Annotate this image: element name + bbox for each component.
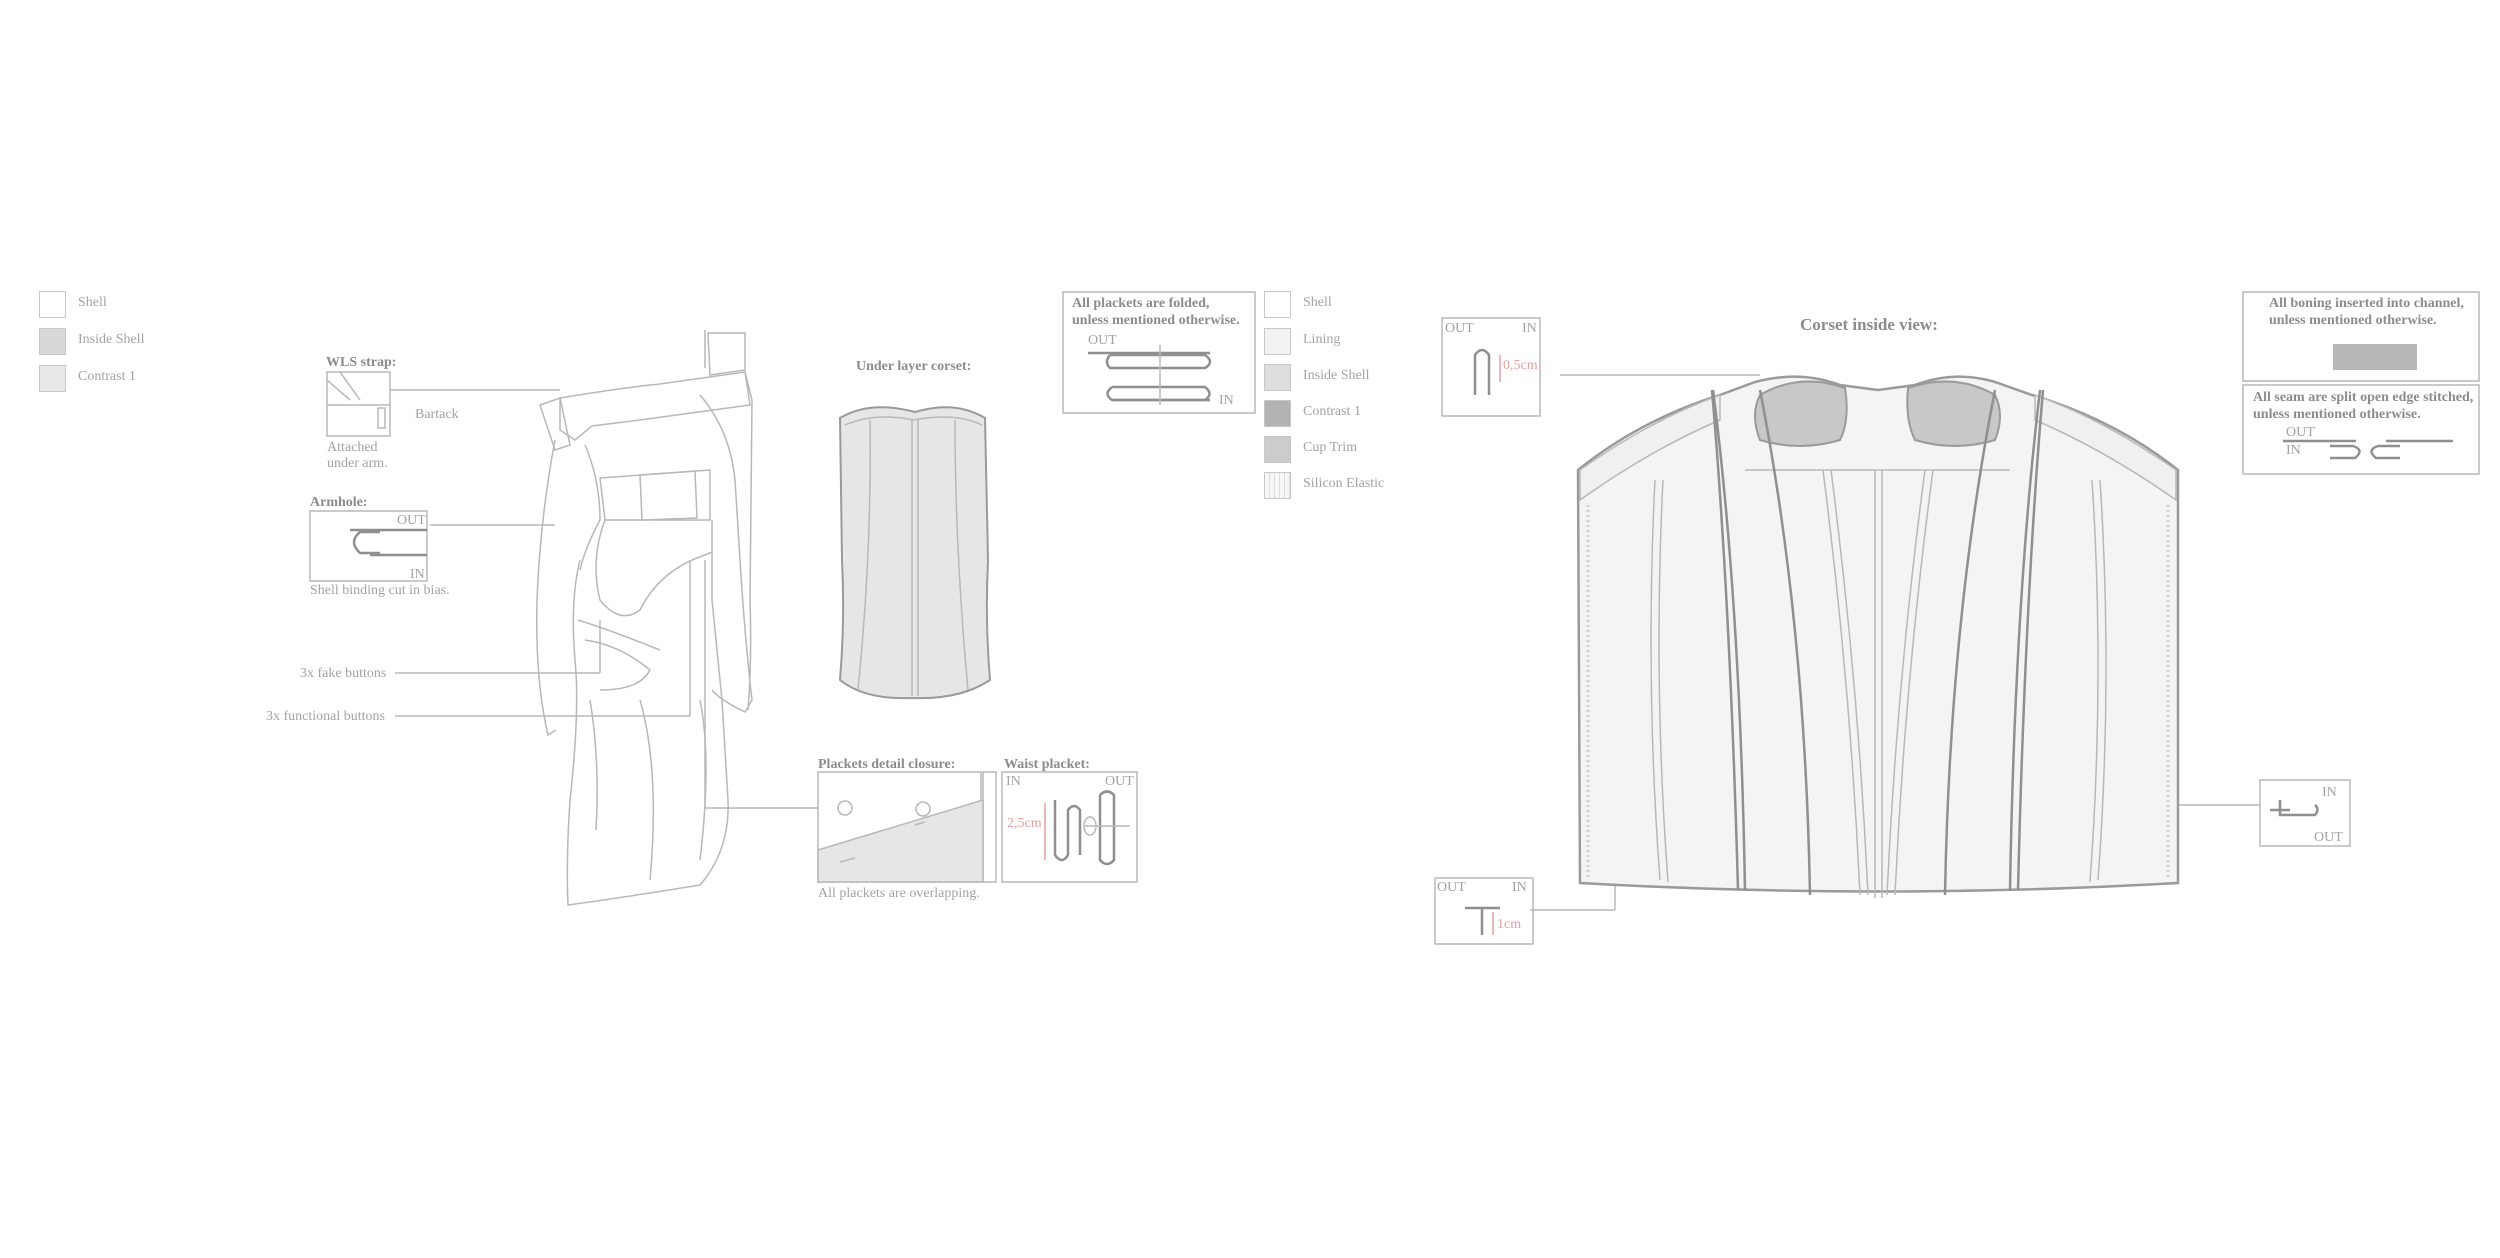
shell-binding-label: Shell binding cut in bias. <box>310 583 450 598</box>
waist-placket-drawing <box>1001 771 1138 883</box>
legend-mid-label-silicon-elastic: Silicon Elastic <box>1303 476 1385 491</box>
dress-drawing <box>536 330 753 906</box>
corset-bottom-detail-drawing <box>1434 877 1534 945</box>
corset-inside-view-drawing <box>1576 375 2180 898</box>
legend-mid-label-inside-shell: Inside Shell <box>1303 368 1370 383</box>
functional-buttons-label: 3x functional buttons <box>266 709 385 724</box>
swatch-mid-silicon-elastic <box>1264 472 1291 499</box>
boning-note-line-2: unless mentioned otherwise. <box>2269 313 2437 328</box>
side-detail-in: IN <box>2322 785 2337 800</box>
corset-notes-drawing <box>2242 291 2480 475</box>
swatch-mid-shell <box>1264 291 1291 318</box>
side-detail-out: OUT <box>2314 830 2343 845</box>
legend-mid-label-lining: Lining <box>1303 332 1341 347</box>
waist-placket-out: OUT <box>1105 774 1134 789</box>
plackets-detail-title: Plackets detail closure: <box>818 757 956 772</box>
waist-placket-title: Waist placket: <box>1004 757 1090 772</box>
corset-title: Corset inside view: <box>1800 315 1938 334</box>
swatch-contrast-1 <box>39 365 66 392</box>
waist-placket-measure: 2,5cm <box>1007 816 1042 831</box>
seam-note-out: OUT <box>2286 425 2315 440</box>
corset-side-detail-drawing <box>2259 779 2351 847</box>
seam-note-line-1: All seam are split open edge stitched, <box>2253 390 2474 405</box>
callout-lines <box>390 374 2260 911</box>
plackets-note-in: IN <box>1219 393 1234 408</box>
bartack-label: Bartack <box>415 407 459 422</box>
seam-note-line-2: unless mentioned otherwise. <box>2253 407 2421 422</box>
top-detail-measure: 0,5cm <box>1503 358 1538 373</box>
top-detail-out: OUT <box>1445 321 1474 336</box>
wls-strap-title: WLS strap: <box>326 355 397 370</box>
legend-label-inside-shell: Inside Shell <box>78 332 145 347</box>
bottom-detail-measure: 1cm <box>1497 917 1522 932</box>
fake-buttons-label: 3x fake buttons <box>300 666 387 681</box>
swatch-shell <box>39 291 66 318</box>
armhole-detail <box>309 510 428 582</box>
attached-label-1: Attached <box>327 440 378 455</box>
swatch-mid-inside-shell <box>1264 364 1291 391</box>
attached-label-2: under arm. <box>327 456 388 471</box>
legend-label-shell: Shell <box>78 295 107 310</box>
armhole-in-label: IN <box>410 567 425 582</box>
swatch-mid-contrast-1 <box>1264 400 1291 427</box>
swatch-mid-lining <box>1264 328 1291 355</box>
armhole-out-label: OUT <box>397 513 426 528</box>
corset-top-detail-drawing <box>1441 317 1541 417</box>
boning-note-line-1: All boning inserted into channel, <box>2269 296 2464 311</box>
top-detail-in: IN <box>1522 321 1537 336</box>
plackets-note-line-1: All plackets are folded, <box>1072 296 1210 311</box>
under-layer-corset-drawing <box>838 406 992 700</box>
plackets-detail-caption: All plackets are overlapping. <box>818 886 980 901</box>
plackets-note-line-2: unless mentioned otherwise. <box>1072 313 1240 328</box>
legend-mid-label-cup-trim: Cup Trim <box>1303 440 1358 455</box>
legend-mid-label-shell: Shell <box>1303 295 1332 310</box>
plackets-detail-drawing <box>817 771 997 883</box>
plackets-note-out: OUT <box>1088 333 1117 348</box>
bottom-detail-in: IN <box>1512 880 1527 895</box>
seam-note-in: IN <box>2286 443 2301 458</box>
swatch-inside-shell <box>39 328 66 355</box>
armhole-title: Armhole: <box>310 495 368 510</box>
under-layer-corset-title: Under layer corset: <box>856 359 972 374</box>
wls-strap-detail <box>326 371 391 437</box>
plackets-folded-drawing <box>1062 291 1256 414</box>
legend-label-contrast-1: Contrast 1 <box>78 369 136 384</box>
swatch-mid-cup-trim <box>1264 436 1291 463</box>
bottom-detail-out: OUT <box>1437 880 1466 895</box>
waist-placket-in: IN <box>1006 774 1021 789</box>
legend-mid-label-contrast-1: Contrast 1 <box>1303 404 1361 419</box>
